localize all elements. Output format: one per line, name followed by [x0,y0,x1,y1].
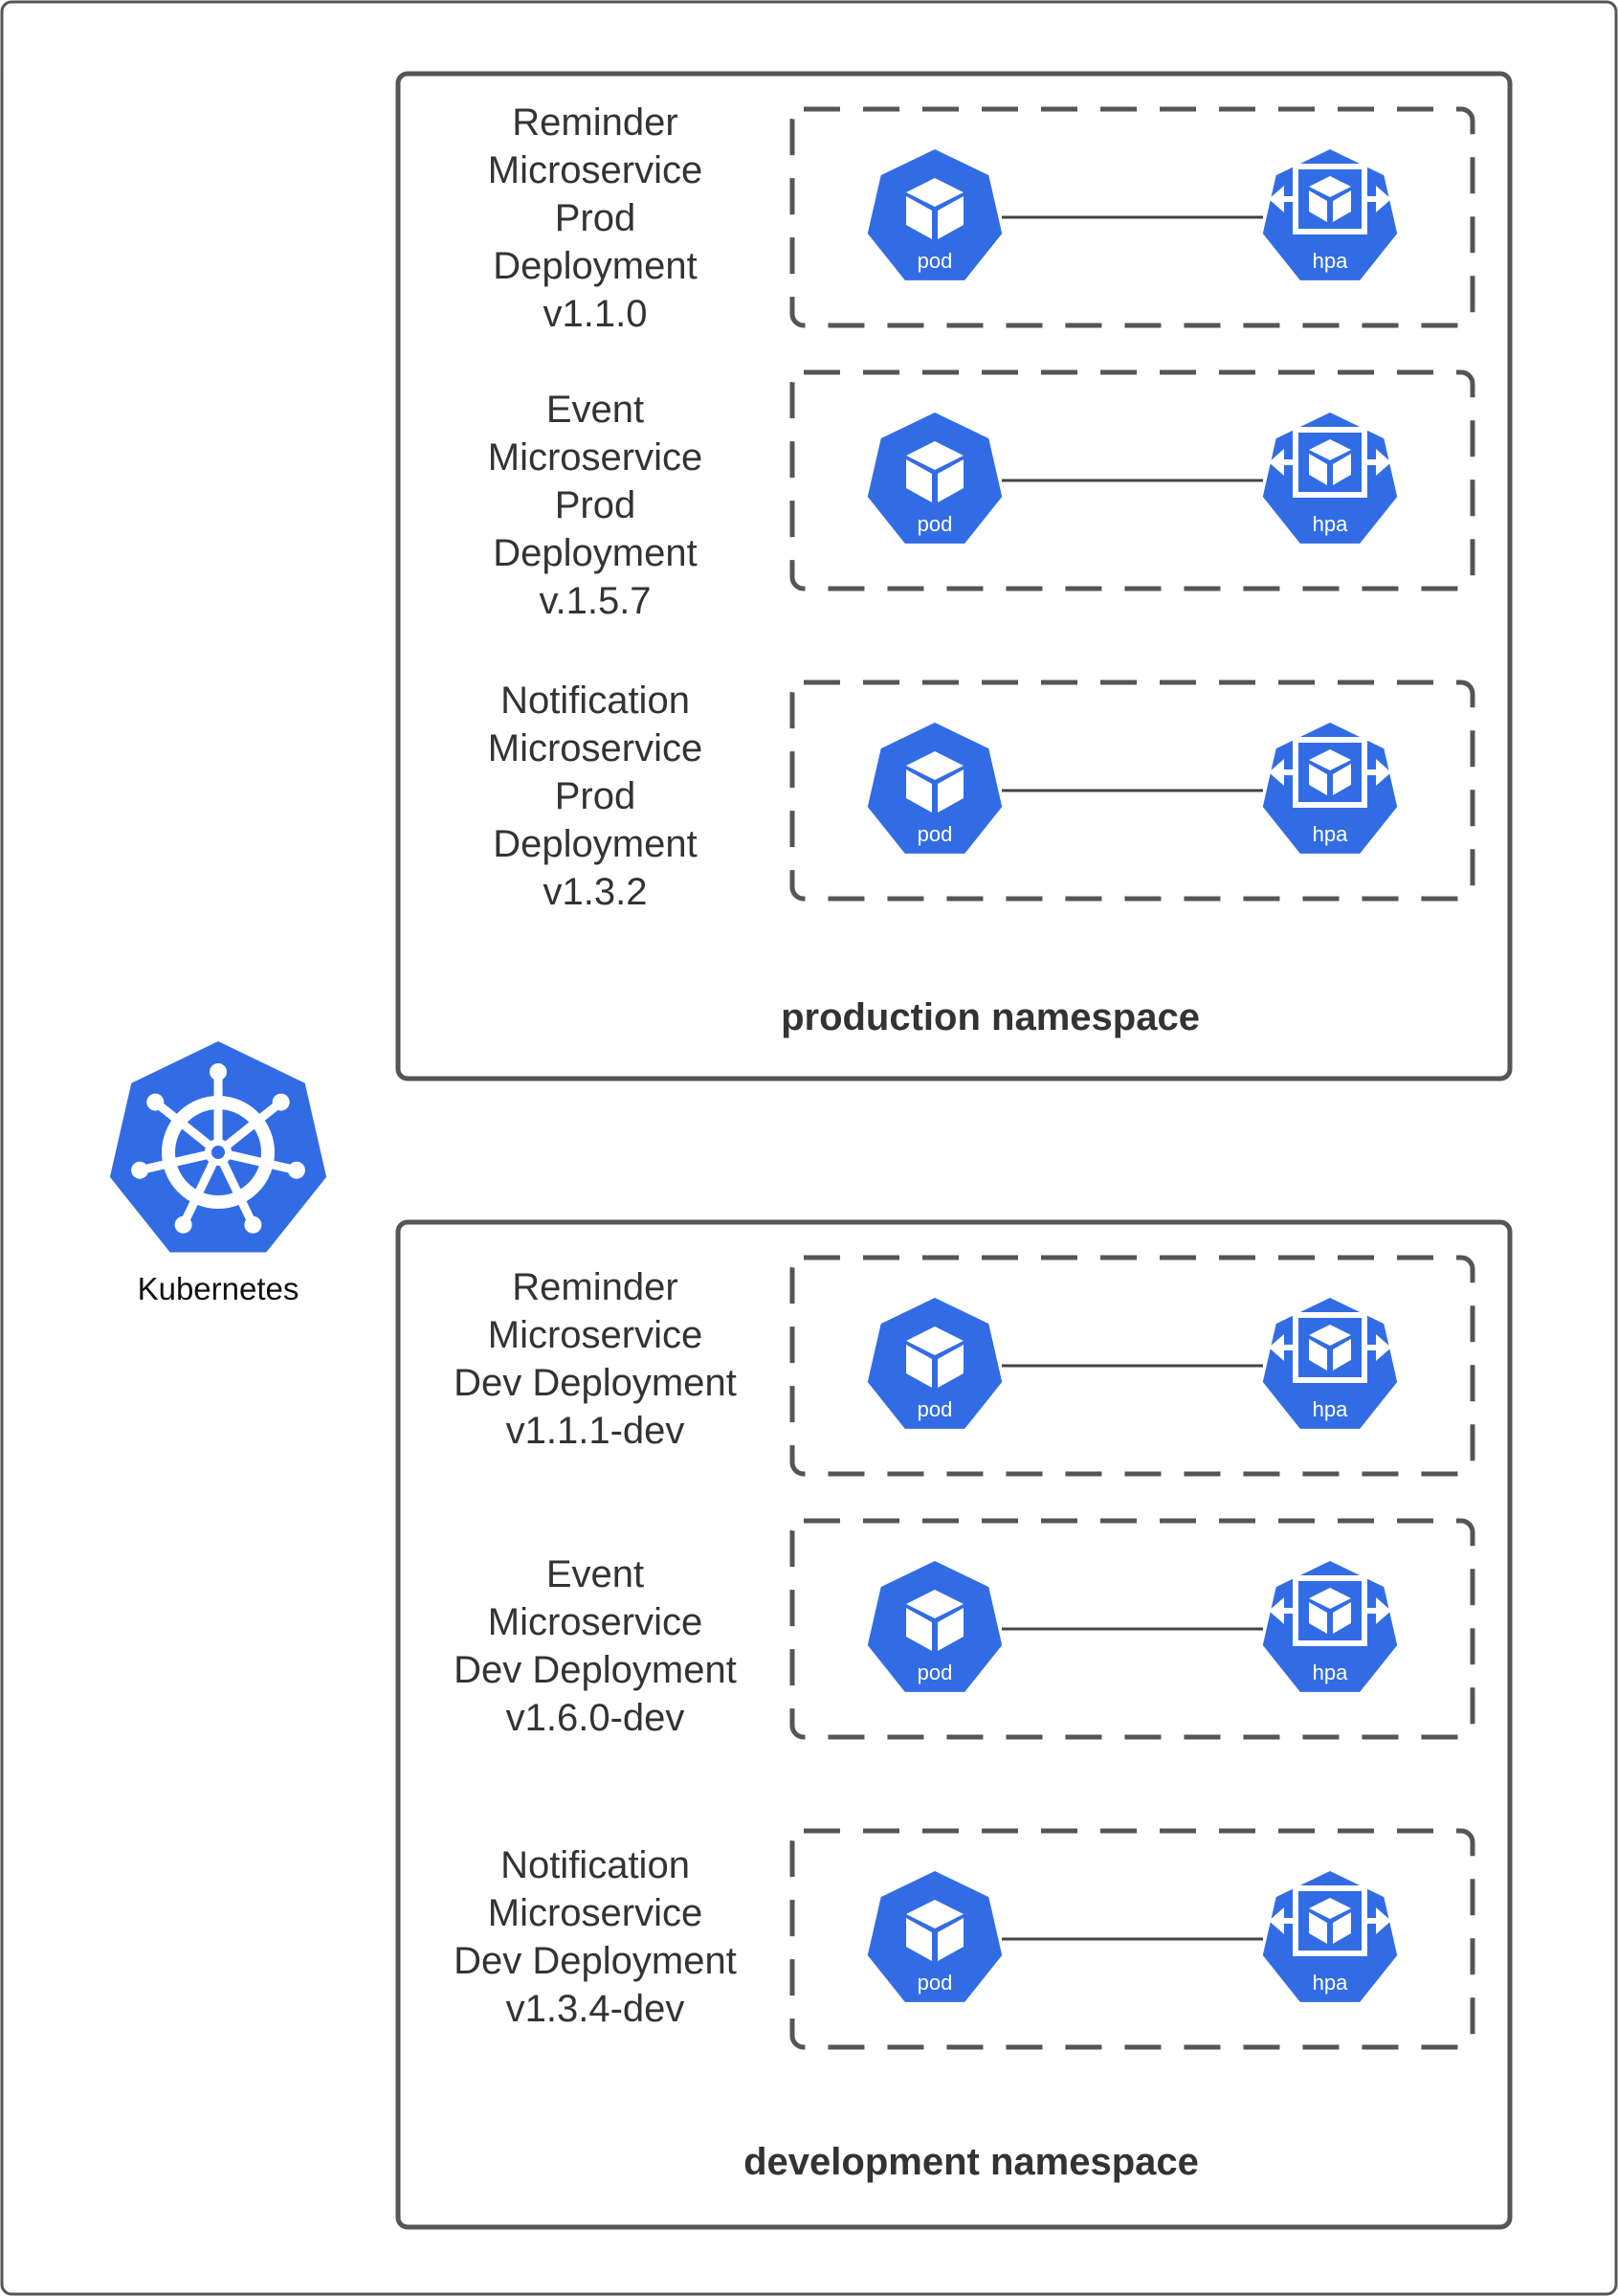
deployment-box-dev-2 [789,1518,1475,1740]
svg-text:hpa: hpa [1313,512,1348,536]
deployment-box-prod-2 [789,369,1475,591]
production-namespace-title: production namespace [781,996,1200,1038]
deployment-label-dev-reminder: Reminder Microservice Dev Deployment v1.… [454,1266,737,1452]
hpa-icon-prod-1: hpa [1262,149,1398,280]
svg-text:pod: pod [918,1661,953,1684]
svg-text:hpa: hpa [1313,1397,1348,1421]
svg-text:pod: pod [918,1971,953,1995]
deployment-box-prod-1 [789,106,1475,328]
hpa-icon-dev-3: hpa [1262,1871,1398,2002]
deployment-box-dev-1 [789,1255,1475,1477]
deployment-box-dev-3 [789,1828,1475,2050]
deployment-label-dev-event: Event Microservice Dev Deployment v1.6.0… [454,1553,737,1739]
svg-text:hpa: hpa [1313,1661,1348,1684]
deployment-label-dev-notification: Notification Microservice Dev Deployment… [454,1844,737,2030]
kubernetes-logo-icon [109,1041,327,1253]
kubernetes-label: Kubernetes [137,1271,299,1306]
hpa-icon-prod-3: hpa [1262,723,1398,854]
svg-text:pod: pod [918,512,953,536]
svg-text:pod: pod [918,822,953,846]
svg-text:hpa: hpa [1313,1971,1348,1995]
production-namespace-box [395,71,1513,1081]
pod-icon-prod-3: pod [867,723,1003,854]
deployment-box-prod-3 [789,680,1475,902]
pod-icon-prod-2: pod [867,412,1003,544]
hpa-icon-dev-2: hpa [1262,1561,1398,1692]
development-namespace-box [395,1219,1513,2230]
pod-icon-prod-1: pod [867,149,1003,280]
pod-icon-dev-1: pod [867,1298,1003,1429]
svg-text:pod: pod [918,1397,953,1421]
pod-icon-dev-3: pod [867,1871,1003,2002]
svg-text:hpa: hpa [1313,822,1348,846]
deployment-label-prod-notification: Notification Microservice Prod Deploymen… [487,680,703,913]
deployment-label-prod-event: Event Microservice Prod Deployment v.1.5… [487,389,703,622]
deployment-label-prod-reminder: Reminder Microservice Prod Deployment v1… [487,101,703,335]
hpa-icon-dev-1: hpa [1262,1298,1398,1429]
development-namespace-title: development namespace [743,2141,1199,2183]
hpa-icon-prod-2: hpa [1262,412,1398,544]
svg-text:hpa: hpa [1313,249,1348,273]
pod-icon-dev-2: pod [867,1561,1003,1692]
svg-text:pod: pod [918,249,953,273]
